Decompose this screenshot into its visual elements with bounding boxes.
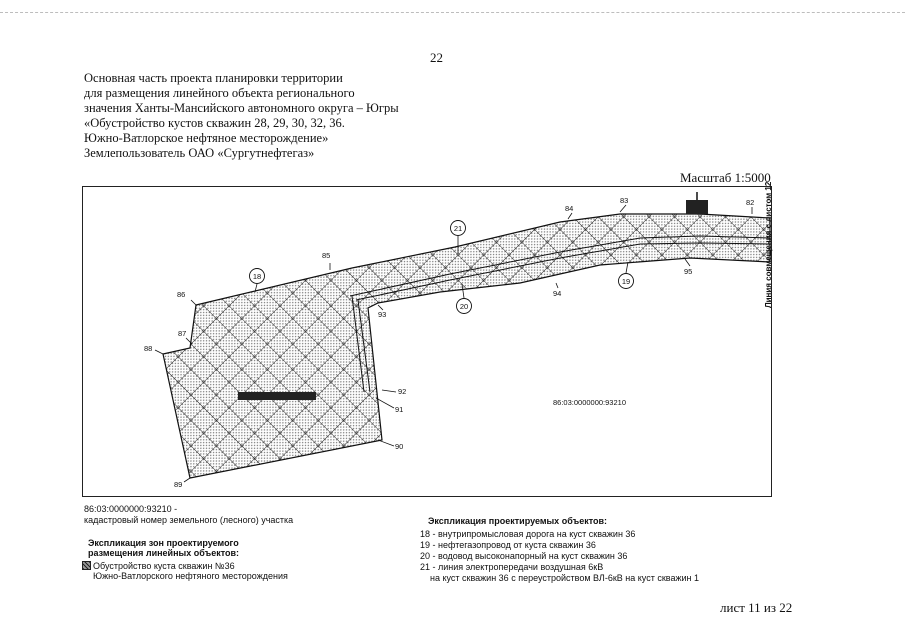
point-label: 88	[144, 344, 152, 353]
objects-legend-item: 19 - нефтегазопровод от куста скважин 36	[420, 540, 596, 550]
objects-legend: Экспликация проектируемых объектов: 18 -…	[420, 516, 699, 584]
objects-legend-item: 20 - водовод высоконапорный на куст сква…	[420, 551, 628, 561]
corridor-line	[351, 295, 365, 393]
corridor-line	[355, 242, 771, 301]
cadastral-note: 86:03:0000000:93210 - кадастровый номер …	[84, 504, 293, 526]
object-number: 21	[454, 224, 462, 233]
pad-structure	[238, 392, 316, 400]
point-label: 94	[553, 289, 561, 298]
point-label: 90	[395, 442, 403, 451]
scan-top-border	[0, 12, 905, 13]
zones-legend-item: Обустройство куста скважин №36 Южно-Ватл…	[82, 561, 288, 581]
title-line: Южно-Ватлорское нефтяное месторождение»	[84, 131, 329, 145]
objects-legend-item: 18 - внутрипромысловая дорога на куст ск…	[420, 529, 636, 539]
object-number: 20	[460, 302, 468, 311]
zones-legend-item-label: Южно-Ватлорского нефтяного месторождения	[93, 571, 288, 581]
zones-legend-title-line: размещения линейных объектов:	[88, 548, 240, 558]
point-label: 89	[174, 480, 182, 489]
pad-structure	[686, 200, 708, 214]
parcel-number: 86:03:0000000:93210	[553, 398, 626, 407]
point-label: 95	[684, 267, 692, 276]
object-number: 19	[622, 277, 630, 286]
title-line: «Обустройство кустов скважин 28, 29, 30,…	[84, 116, 345, 130]
point-label: 86	[177, 290, 185, 299]
point-label: 87	[178, 329, 186, 338]
objects-legend-item: на куст скважин 36 с переустройством ВЛ-…	[430, 573, 699, 583]
map-scale: Масштаб 1:5000	[680, 170, 771, 185]
cadastral-description: кадастровый номер земельного (лесного) у…	[84, 515, 294, 525]
point-label: 84	[565, 204, 573, 213]
zones-legend-item-label: Обустройство куста скважин №36	[93, 561, 235, 571]
title-line: для размещения линейного объекта региона…	[84, 86, 355, 100]
side-label: Линия совмещения с листом 12	[764, 181, 773, 308]
point-label: 92	[398, 387, 406, 396]
hatch-swatch-icon	[82, 561, 91, 570]
objects-legend-item: 21 - линия электропередачи воздушная 6кВ	[420, 562, 604, 572]
sheet-number: лист 11 из 22	[720, 600, 793, 615]
corridor-line	[349, 235, 771, 297]
point-label: 93	[378, 310, 386, 319]
point-label: 91	[395, 405, 403, 414]
title-line: значения Ханты-Мансийского автономного о…	[84, 101, 399, 115]
point-label: 85	[322, 251, 330, 260]
point-label: 83	[620, 196, 628, 205]
cadastral-number: 86:03:0000000:93210 -	[84, 504, 178, 514]
objects-legend-title: Экспликация проектируемых объектов:	[428, 516, 608, 526]
point-label: 82	[746, 198, 754, 207]
object-number: 18	[253, 272, 261, 281]
corridor-line	[357, 299, 371, 393]
map-frame	[82, 186, 772, 497]
title-line: Основная часть проекта планировки террит…	[84, 71, 343, 85]
project-zone	[162, 213, 771, 479]
document-title: Основная часть проекта планировки террит…	[84, 71, 399, 161]
page-number: 22	[430, 50, 443, 65]
zones-legend-title: Экспликация зон проектируемого размещени…	[88, 538, 239, 558]
title-line: Землепользователь ОАО «Сургутнефтегаз»	[84, 146, 315, 160]
zones-legend-title-line: Экспликация зон проектируемого	[88, 538, 239, 548]
